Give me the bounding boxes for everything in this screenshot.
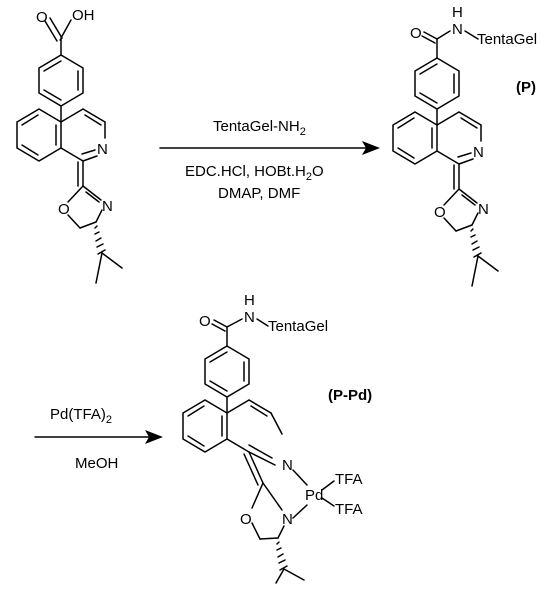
step1-condition-line1: EDC.HCl, HOBt.H2O <box>185 163 324 183</box>
oxazoline-oxygen: O <box>58 201 70 218</box>
tentagel-label: TentaGel <box>268 318 328 335</box>
tfa-ligand-2: TFA <box>335 501 363 518</box>
tentagel-label: TentaGel <box>477 31 537 48</box>
oxazoline-nitrogen: N <box>282 511 293 528</box>
step2-arrow <box>34 430 163 444</box>
product-p-pd-label: (P-Pd) <box>328 387 372 404</box>
isopropyl-hashed-bond <box>276 541 288 571</box>
oxazoline-nitrogen: N <box>478 201 489 218</box>
amide-hydrogen: H <box>244 292 255 309</box>
isopropyl-hashed-bond <box>470 228 482 258</box>
amide-hydrogen: H <box>452 4 463 21</box>
ring-nitrogen: N <box>97 141 108 158</box>
step2-reagent: Pd(TFA)2 <box>50 406 112 426</box>
amide-nitrogen: N <box>244 309 255 326</box>
step1-arrow <box>159 141 380 155</box>
amide-nitrogen: N <box>452 21 463 38</box>
starting-ligand: O OH N O N <box>16 7 123 284</box>
isopropyl-hashed-bond <box>94 225 106 255</box>
hydroxyl-label: OH <box>72 7 95 24</box>
product-p-label: (P) <box>516 79 536 96</box>
carbonyl-oxygen: O <box>36 9 48 26</box>
tfa-ligand-1: TFA <box>335 471 363 488</box>
amide-carbonyl-oxygen: O <box>410 25 422 42</box>
oxazoline-nitrogen: N <box>102 198 113 215</box>
product-p-pd: H N TentaGel O N Pd TFA TFA <box>182 292 372 584</box>
oxazoline-oxygen: O <box>240 511 252 528</box>
step1-condition-line2: DMAP, DMF <box>218 185 300 202</box>
ring-nitrogen: N <box>282 457 293 474</box>
amide-carbonyl-oxygen: O <box>199 313 211 330</box>
ring-nitrogen: N <box>473 144 484 161</box>
step1-reagent: TentaGel-NH2 <box>213 118 306 138</box>
palladium-label: Pd <box>305 487 323 504</box>
product-p: H N TentaGel O N <box>392 4 537 287</box>
step2-solvent: MeOH <box>75 455 118 472</box>
oxazoline-oxygen: O <box>434 204 446 221</box>
